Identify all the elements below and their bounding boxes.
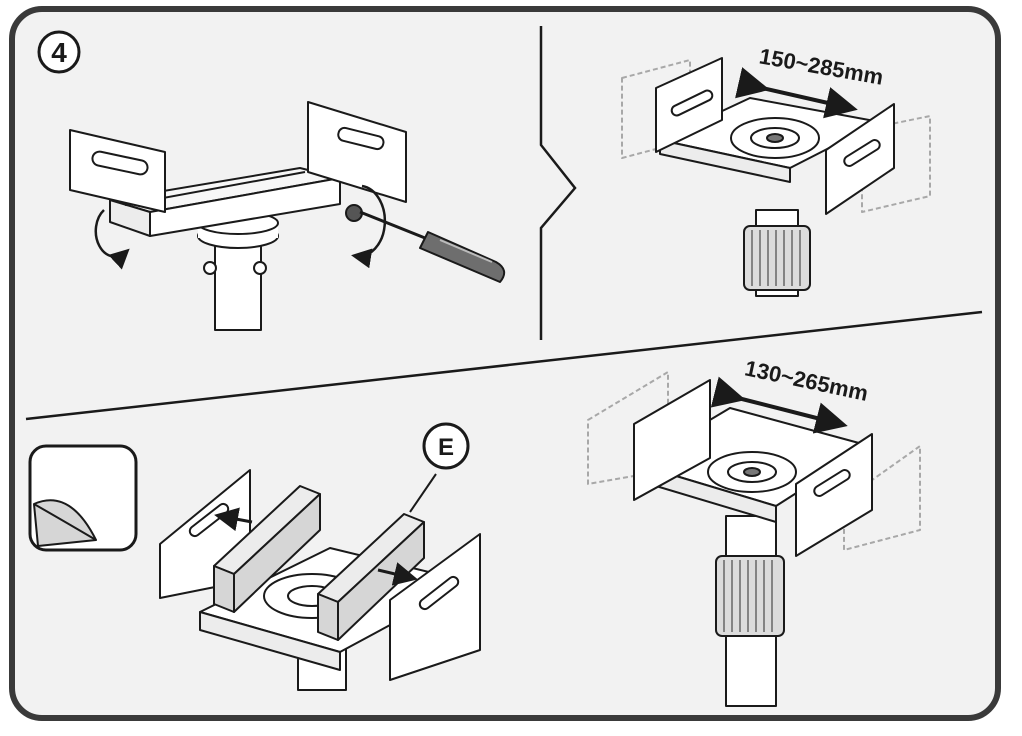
rotate-arrow-icon <box>94 209 130 270</box>
push-arrow-icon <box>377 562 418 586</box>
diagonal-divider <box>25 310 983 421</box>
step-number: 4 <box>51 37 67 68</box>
push-arrow-icon <box>214 507 253 532</box>
panel-loosen-screws <box>69 101 506 331</box>
rotate-arrow-icon <box>351 184 387 269</box>
adhesive-peel-icon <box>28 444 138 552</box>
diagram-frame <box>9 6 1001 721</box>
panel-adhesive-pads <box>28 422 481 691</box>
double-arrow-icon <box>735 67 858 119</box>
vertical-divider <box>539 26 577 340</box>
screwdriver-icon <box>359 210 506 283</box>
callout-circle <box>422 422 470 470</box>
callout-label: E <box>438 434 454 461</box>
panel-range-wide <box>621 57 931 297</box>
double-arrow-icon <box>710 376 848 434</box>
panel-range-narrow <box>587 371 921 707</box>
step-badge: 4 <box>37 30 81 74</box>
